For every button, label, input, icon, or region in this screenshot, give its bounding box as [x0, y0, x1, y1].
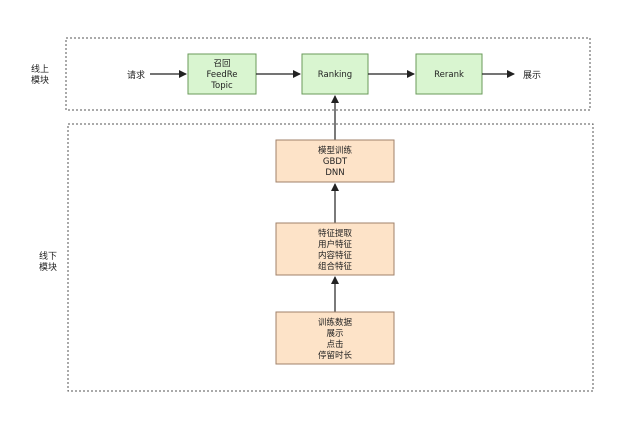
training-data-node: 训练数据 展示 点击 停留时长 [275, 311, 395, 365]
recall-line-1: 召回 [213, 59, 230, 69]
feature-extraction-line-1: 特征提取 [318, 228, 353, 239]
request-label: 请求 [127, 69, 145, 81]
online-region-label-1: 线上 [31, 63, 49, 75]
recall-line-3: Topic [210, 81, 233, 91]
recall-node: 召回 FeedRe Topic [187, 53, 257, 95]
training-data-line-4: 停留时长 [318, 350, 353, 361]
online-region-label-2: 模块 [31, 74, 49, 86]
model-training-node: 模型训练 GBDT DNN [275, 139, 395, 183]
training-data-line-3: 点击 [326, 339, 343, 350]
display-label: 展示 [523, 70, 541, 81]
ranking-node: Ranking [301, 53, 369, 95]
rerank-node: Rerank [415, 53, 483, 95]
training-data-line-1: 训练数据 [318, 317, 353, 328]
recall-line-2: FeedRe [206, 70, 237, 80]
feature-extraction-line-4: 组合特征 [318, 261, 353, 272]
ranking-label: Ranking [318, 70, 352, 80]
model-training-line-2: GBDT [323, 157, 348, 167]
model-training-line-3: DNN [325, 168, 344, 178]
offline-region-label-2: 模块 [39, 261, 57, 273]
online-region [65, 37, 591, 111]
feature-extraction-line-2: 用户特征 [318, 239, 353, 250]
model-training-line-1: 模型训练 [318, 145, 353, 156]
feature-extraction-node: 特征提取 用户特征 内容特征 组合特征 [275, 222, 395, 276]
rerank-label: Rerank [434, 70, 464, 80]
feature-extraction-line-3: 内容特征 [318, 250, 353, 261]
offline-region-label-1: 线下 [39, 250, 57, 262]
training-data-line-2: 展示 [326, 329, 343, 339]
